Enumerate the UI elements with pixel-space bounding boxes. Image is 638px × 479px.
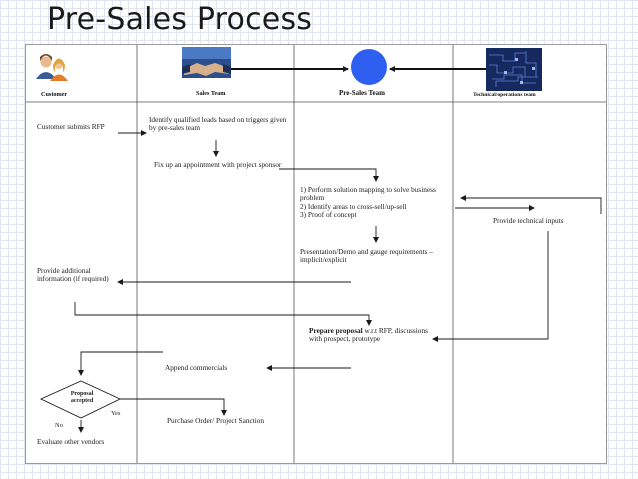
step-prepare-proposal-detail: w.r.t RFP, discussions with prospect, pr… [309,326,428,344]
step-fix-appointment: Fix up an appointment with project spons… [154,160,282,169]
swimlane-diagram: Customer Sales Team Pre-Sales Team Techn… [25,44,607,464]
conn-appointment-to-mapping [279,168,379,182]
step-presentation-demo: Presentation/Demo and gauge requirements… [300,247,433,265]
diagram-lines [26,45,606,463]
step-identify-leads: Identify qualified leads based on trigge… [149,115,287,133]
conn-commercials-to-decision [78,351,163,376]
decision-no-label: No [55,422,63,429]
conn-technical-to-mapping [460,195,602,214]
circuit-board-icon [486,48,542,91]
lane-header-sales: Sales Team [196,90,226,97]
step-solution-mapping-2: 2) Identify areas to cross-sell/up-sell [300,201,407,211]
decision-yes-label: Yes [111,410,121,417]
conn-info-to-proposal [74,302,372,326]
step-technical-inputs: Provide technical inputs [493,216,564,225]
step-evaluate-vendors: Evaluate other vendors [37,437,105,446]
lane-header-presales: Pre-Sales Team [339,89,385,97]
decision-proposal-accepted: Proposal accepted [70,391,94,404]
step-prepare-proposal: Prepare proposal w.r.t RFP, discussions … [309,326,431,344]
step-purchase-order: Purchase Order/ Project Sanction [167,416,265,425]
slide-title: Pre-Sales Process [47,2,313,37]
handshake-icon [182,47,231,78]
step-prepare-proposal-title: Prepare proposal [309,326,363,335]
step-append-commercials: Append commercials [165,363,228,372]
decision-diamond [39,380,122,419]
person-pair-icon [36,54,68,81]
step-customer-submits-rfp: Customer submits RFP [37,122,105,131]
step-provide-information: Provide additional information (if requi… [37,266,109,284]
step-solution-mapping-3: 3) Proof of concept [300,209,357,219]
blue-circle-icon [351,49,387,85]
conn-decision-yes [120,398,227,416]
step-solution-mapping: 1) Perform solution mapping to solve bus… [300,185,450,219]
step-solution-mapping-1: 1) Perform solution mapping to solve bus… [300,185,436,203]
conn-technical-to-proposal [432,231,549,342]
lane-header-technical: Technical/operations team [473,92,536,98]
lane-header-customer: Customer [41,91,68,98]
